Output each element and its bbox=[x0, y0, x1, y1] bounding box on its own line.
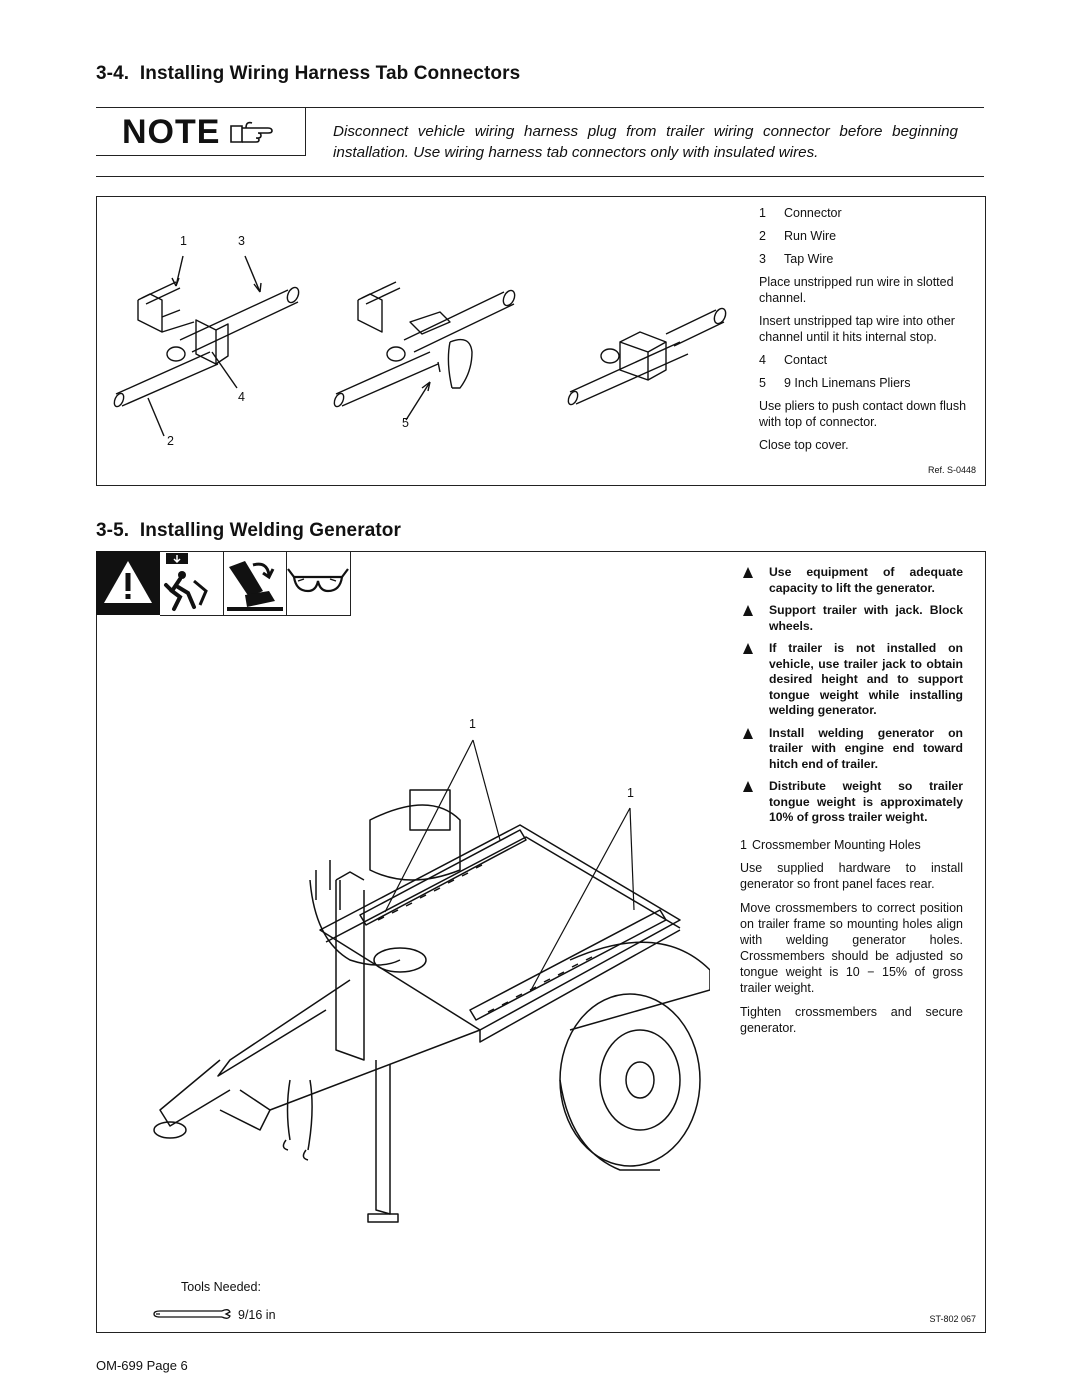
warning-bullet-icon bbox=[743, 643, 753, 654]
section-title: Installing Welding Generator bbox=[139, 520, 401, 541]
instruction-text: Tighten crossmembers and secure generato… bbox=[740, 1005, 963, 1035]
section-heading-3-5: 3-5. Installing Welding Generator bbox=[96, 520, 401, 542]
figure-welding-generator bbox=[96, 551, 986, 1333]
warning-item: Distribute weight so trailer tongue weig… bbox=[743, 779, 963, 826]
warning-list: Use equipment of adequate capacity to li… bbox=[743, 565, 963, 833]
figure-ref: Ref. S-0448 bbox=[927, 465, 976, 475]
instruction-text: Use supplied hardware to install generat… bbox=[740, 861, 963, 891]
instruction-text: Move crossmembers to correct position on… bbox=[740, 901, 963, 995]
instruction-text: Close top cover. bbox=[759, 438, 849, 452]
section-number: 3-5. bbox=[96, 520, 130, 541]
falling-equipment-icon bbox=[160, 551, 224, 616]
figure-ref: ST-802 067 bbox=[929, 1314, 976, 1324]
crushing-hazard-icon bbox=[223, 551, 287, 616]
warning-bullet-icon bbox=[743, 605, 753, 616]
callout-4: 4 bbox=[238, 390, 245, 404]
instruction-text: Use pliers to push contact down flush wi… bbox=[759, 399, 967, 429]
instruction-text: Place unstripped run wire in slotted cha… bbox=[759, 275, 954, 305]
connector-step2-drawing bbox=[333, 281, 516, 408]
note-text: Disconnect vehicle wiring harness plug f… bbox=[333, 123, 958, 161]
section-number: 3-4. bbox=[96, 63, 130, 84]
callout-5: 5 bbox=[402, 416, 409, 430]
section-title: Installing Wiring Harness Tab Connectors bbox=[139, 63, 521, 84]
warning-item: Use equipment of adequate capacity to li… bbox=[743, 565, 963, 596]
warning-item: If trailer is not installed on vehicle, … bbox=[743, 641, 963, 719]
warning-item: Support trailer with jack. Block wheels. bbox=[743, 603, 963, 634]
figure-wiring-connector bbox=[96, 196, 986, 486]
section-heading-3-4: 3-4. Installing Wiring Harness Tab Conne… bbox=[96, 63, 520, 85]
note-box bbox=[96, 107, 984, 177]
note-label-box bbox=[96, 107, 306, 156]
callout-crossmember-holes: 1 bbox=[627, 786, 634, 800]
tool-size: 9/16 in bbox=[238, 1308, 276, 1322]
warning-item: Install welding generator on trailer wit… bbox=[743, 726, 963, 773]
safety-glasses-icon bbox=[286, 551, 351, 616]
callout-2: 2 bbox=[167, 434, 174, 448]
wiring-connector-illustration bbox=[113, 255, 727, 437]
callout-3: 3 bbox=[238, 234, 245, 248]
figure2-instructions: Use supplied hardware to install generat… bbox=[740, 860, 963, 1044]
crossmember-front bbox=[469, 909, 667, 1021]
warning-triangle-icon bbox=[96, 551, 160, 615]
page-footer: OM-699 Page 6 bbox=[96, 1358, 188, 1373]
warning-bullet-icon bbox=[743, 567, 753, 578]
wrench-icon bbox=[153, 1309, 231, 1319]
callout-1: 1 bbox=[180, 234, 187, 248]
callout-crossmember-holes: 1 bbox=[469, 717, 476, 731]
instruction-text: Insert unstripped tap wire into other ch… bbox=[759, 314, 955, 344]
tools-needed-label: Tools Needed: bbox=[181, 1280, 261, 1294]
note-label: NOTE bbox=[122, 113, 221, 151]
trailer-generator-illustration bbox=[153, 739, 710, 1223]
pointing-hand-icon bbox=[230, 121, 273, 143]
connector-step1-drawing bbox=[113, 281, 300, 408]
warning-bullet-icon bbox=[743, 781, 753, 792]
connector-step3-drawing bbox=[567, 307, 727, 406]
warning-bullet-icon bbox=[743, 727, 753, 739]
hazard-icon-strip bbox=[96, 551, 351, 616]
